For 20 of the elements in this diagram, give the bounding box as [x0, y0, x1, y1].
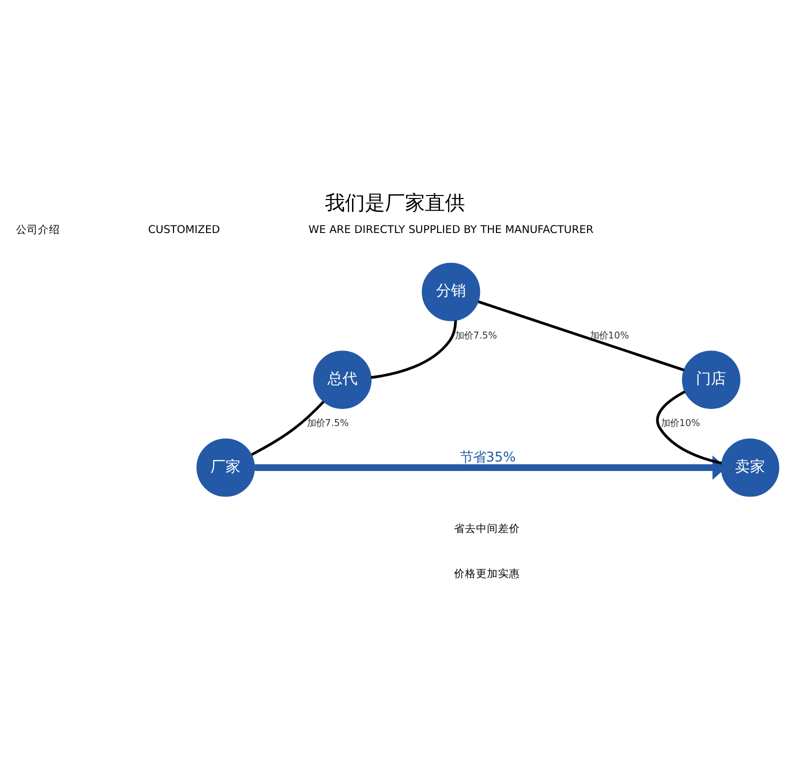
connector — [656, 390, 722, 464]
node-circle: 总代 — [313, 350, 372, 409]
label: WE ARE DIRECTLY SUPPLIED BY THE MANUFACTURER — [308, 222, 594, 236]
diagram-title: 我们是厂家直供 — [325, 190, 465, 214]
edge-label: 加价7.5% — [455, 330, 498, 342]
edge-label: 加价10% — [661, 418, 700, 430]
edge-label: 加价7.5% — [307, 418, 349, 430]
label: 公司介绍 — [16, 222, 60, 236]
label: 省去中间差价 — [454, 522, 520, 535]
label: 价格更加实惠 — [454, 566, 520, 580]
connector — [370, 320, 457, 379]
node-circle: 分销 — [422, 262, 480, 322]
label: CUSTOMIZED — [148, 222, 220, 236]
edge-label: 节省35% — [460, 450, 516, 466]
edge-label: 加价10% — [590, 330, 630, 342]
node-circle: 门店 — [682, 350, 740, 409]
node-circle: 厂家 — [196, 438, 255, 497]
node-circle: 卖家 — [720, 438, 780, 497]
connector — [251, 400, 324, 456]
connector — [478, 300, 684, 372]
